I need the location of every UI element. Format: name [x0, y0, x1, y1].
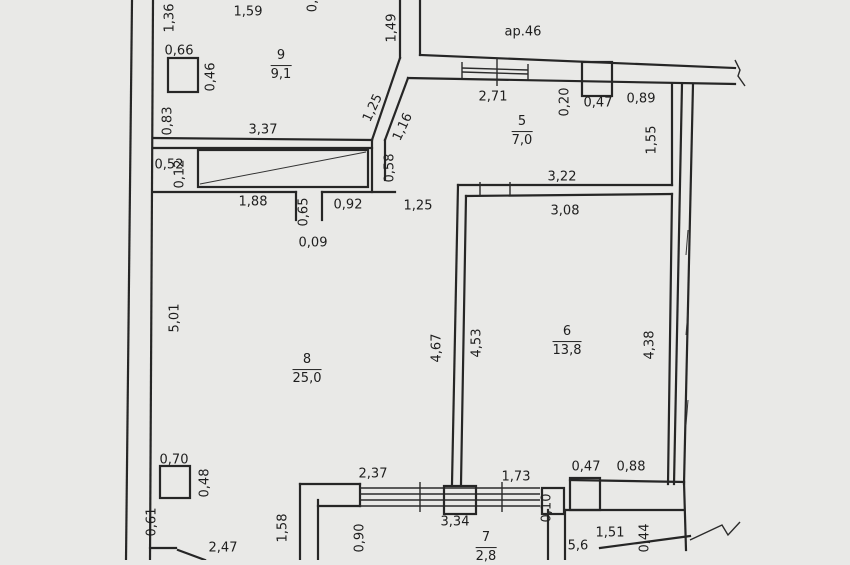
dim-3-22: 3,22 [547, 169, 577, 185]
dim-4-53: 4,53 [469, 328, 485, 358]
dim-5-01: 5,01 [167, 303, 183, 333]
dim-0-70: 0,70 [159, 452, 189, 468]
dim-0-09: 0,09 [298, 235, 328, 251]
dim-0-61: 0,61 [144, 507, 160, 537]
dim-1-36: 1,36 [162, 3, 178, 33]
vent-duct-top [166, 56, 200, 94]
dim-4-67: 4,67 [429, 333, 445, 363]
top-window [461, 58, 529, 86]
dim-1-51: 1,51 [595, 525, 625, 541]
dim-3-34: 3,34 [440, 514, 470, 530]
apartment-label: ар.46 [504, 24, 542, 40]
room-6-walls [450, 82, 684, 486]
dim-0-top: 0, [305, 0, 321, 13]
dim-2-47: 2,47 [208, 540, 238, 556]
dim-1-25: 1,25 [403, 198, 433, 214]
dim-0-47-top: 0,47 [583, 95, 613, 111]
vent-duct-right [580, 60, 614, 98]
dim-1-73: 1,73 [501, 469, 531, 485]
bottom-window [360, 482, 540, 512]
dim-0-65: 0,65 [296, 197, 312, 227]
dim-4-38: 4,38 [642, 330, 658, 360]
dim-1-58: 1,58 [275, 513, 291, 543]
dim-0-20: 0,20 [557, 87, 573, 117]
dim-0-83: 0,83 [160, 106, 176, 136]
dim-1-55: 1,55 [644, 125, 660, 155]
dim-1-88: 1,88 [238, 194, 268, 210]
dim-0-92: 0,92 [333, 197, 363, 213]
dim-0-66: 0,66 [164, 43, 194, 59]
vent-duct-bottom-left [158, 464, 192, 500]
bottom-walls [148, 478, 741, 560]
dim-0-12: 0,12 [172, 159, 188, 189]
dim-0-10: 0,10 [539, 493, 555, 523]
outer-right-wall [682, 82, 695, 486]
dim-0-88: 0,88 [616, 459, 646, 475]
dim-0-44: 0,44 [637, 523, 653, 553]
dim-3-08: 3,08 [550, 203, 580, 219]
dim-3-37: 3,37 [248, 122, 278, 138]
dim-0-89: 0,89 [626, 91, 656, 107]
dim-1-59: 1,59 [233, 4, 263, 20]
dim-0-58: 0,58 [382, 153, 398, 183]
dim-2-71: 2,71 [478, 89, 508, 105]
bathroom-block [151, 136, 397, 222]
dim-1-49: 1,49 [384, 13, 400, 43]
dim-0-52: 0,52 [154, 157, 184, 173]
outer-left-wall [124, 0, 155, 560]
bottom-small-duct [540, 486, 566, 516]
top-walls [370, 0, 746, 142]
dim-0-47-bottom: 0,47 [571, 459, 601, 475]
dim-2-37: 2,37 [358, 466, 388, 482]
dim-0-48: 0,48 [197, 468, 213, 498]
bottom-right-duct [568, 476, 602, 512]
bottom-column [442, 484, 478, 516]
dim-0-46: 0,46 [203, 62, 219, 92]
dim-0-90: 0,90 [352, 523, 368, 553]
dim-5-6: 5,6 [567, 538, 589, 554]
